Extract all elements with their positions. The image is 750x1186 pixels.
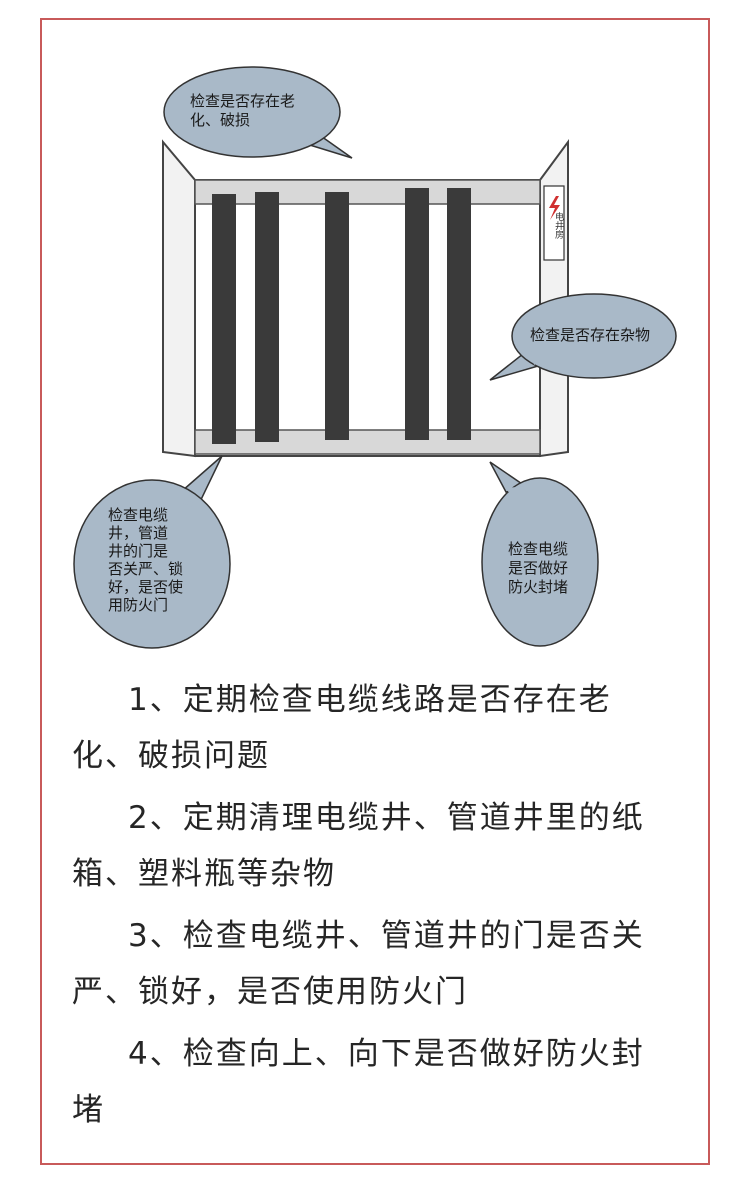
bubble-bl-line-2: 井，管道 (108, 524, 169, 542)
bubble-top (163, 66, 341, 158)
bubble-bottom-left-text: 检查电缆 井，管道 井的门是 否关严、锁 好，是否使 用防火门 (108, 506, 204, 614)
cable-3 (325, 192, 349, 440)
sign-label: 电井房 (553, 212, 563, 239)
bubble-bl-line-3: 井的门是 (108, 542, 169, 560)
list-item: 3、检查电缆井、管道井的门是否关 严、锁好，是否使用防火门 (72, 908, 690, 1020)
bubble-top-line1: 检查是否存在老 (190, 92, 296, 110)
item-4-line-1: 4、检查向上、向下是否做好防火封 (128, 1036, 645, 1072)
item-2-line-1: 2、定期清理电缆井、管道井里的纸 (128, 800, 645, 836)
item-1-line-1: 1、定期检查电缆线路是否存在老 (128, 682, 612, 718)
cable-shaft-illustration (73, 66, 677, 649)
item-1-line-2: 化、破损问题 (72, 738, 270, 774)
bubble-bottom-right-text: 检查电缆 是否做好 防火封堵 (508, 540, 588, 597)
cable-2 (255, 192, 279, 442)
item-3-line-1: 3、检查电缆井、管道井的门是否关 (128, 918, 645, 954)
top-shelf (194, 179, 541, 205)
list-item: 1、定期检查电缆线路是否存在老 化、破损问题 (72, 672, 690, 784)
bubble-top-text: 检查是否存在老 化、破损 (190, 92, 320, 130)
item-2-line-2: 箱、塑料瓶等杂物 (72, 856, 336, 892)
instruction-list: 1、定期检查电缆线路是否存在老 化、破损问题 2、定期清理电缆井、管道井里的纸 … (72, 672, 690, 1144)
item-4-line-2: 堵 (72, 1092, 105, 1128)
bubble-bl-line-5: 好，是否使 (108, 578, 184, 596)
bubble-br-line-3: 防火封堵 (508, 578, 569, 596)
cable-5 (447, 188, 471, 440)
bubble-bottom-left (73, 479, 231, 649)
bubble-right-line: 检查是否存在杂物 (530, 326, 651, 344)
bubble-br-line-2: 是否做好 (508, 559, 569, 577)
bubble-bl-line-4: 否关严、锁 (108, 560, 184, 578)
list-item: 2、定期清理电缆井、管道井里的纸 箱、塑料瓶等杂物 (72, 790, 690, 902)
bubble-bottom-right (481, 477, 599, 647)
list-item: 4、检查向上、向下是否做好防火封 堵 (72, 1026, 690, 1138)
bubble-top-line2: 化、破损 (190, 111, 251, 129)
page-frame (40, 18, 710, 1165)
lightning-icon (549, 196, 560, 220)
item-3-line-2: 严、锁好，是否使用防火门 (72, 974, 468, 1010)
cable-4 (405, 188, 429, 440)
warning-sign (543, 185, 565, 261)
bubble-br-line-1: 检查电缆 (508, 540, 569, 558)
left-door-panel (162, 139, 196, 458)
cable-1 (212, 194, 236, 444)
bubble-bl-line-1: 检查电缆 (108, 506, 169, 524)
bubble-right (511, 293, 677, 379)
bubble-right-text: 检查是否存在杂物 (530, 326, 670, 345)
bottom-shelf (194, 429, 541, 455)
back-wall (194, 179, 541, 457)
bubble-bl-line-6: 用防火门 (108, 596, 169, 614)
